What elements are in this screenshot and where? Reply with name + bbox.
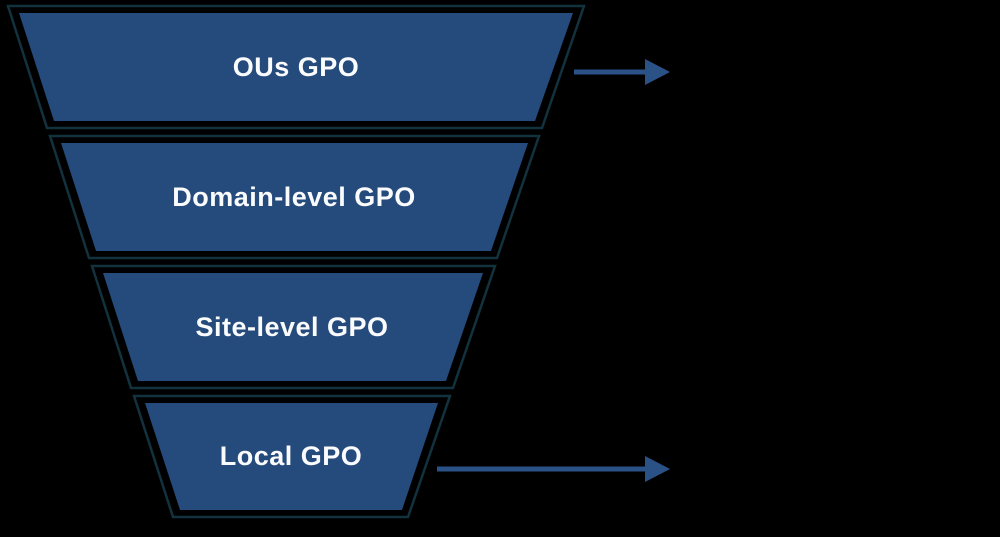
segment-body <box>145 403 438 510</box>
right-arrow-icon-bottom <box>437 456 670 482</box>
segment-body <box>103 273 483 381</box>
segment-body <box>19 13 573 121</box>
funnel-segment-site-level-gpo: Site-level GPO <box>90 264 497 390</box>
segment-body <box>61 143 528 251</box>
segment-outline <box>132 394 452 519</box>
funnel-segment-ous-gpo: OUs GPO <box>6 4 586 130</box>
funnel-segment-local-gpo: Local GPO <box>132 394 452 519</box>
segment-outline <box>90 264 497 390</box>
segment-label: Domain-level GPO <box>172 182 416 212</box>
segment-label: Site-level GPO <box>195 312 388 342</box>
segment-outline <box>48 134 541 260</box>
segment-label: OUs GPO <box>233 52 360 82</box>
right-arrow-icon-top <box>574 59 670 85</box>
arrow-head <box>645 456 670 482</box>
segment-label: Local GPO <box>220 441 363 471</box>
funnel-segment-domain-level-gpo: Domain-level GPO <box>48 134 541 260</box>
segment-outline <box>6 4 586 130</box>
arrow-head <box>645 59 670 85</box>
